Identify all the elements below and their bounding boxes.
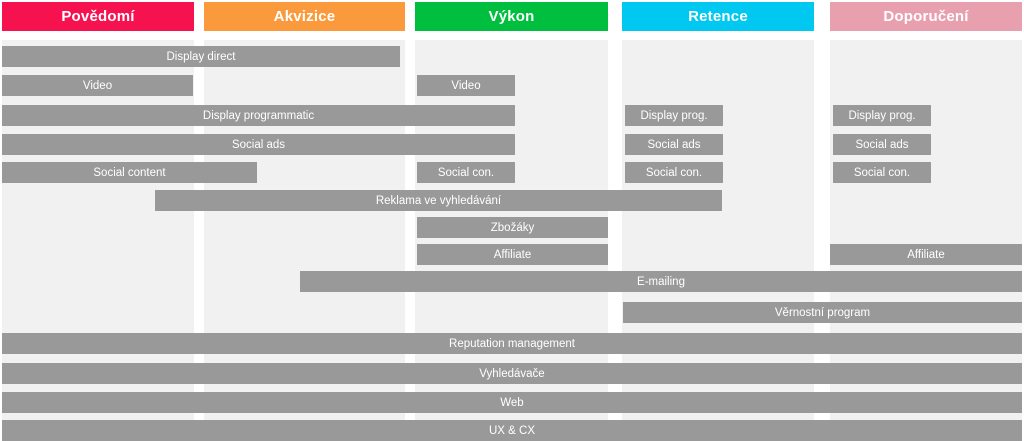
channel-bar-video[interactable]: Video — [2, 75, 193, 96]
phase-header-label: Výkon — [488, 8, 535, 25]
channel-bar-vyhledavace[interactable]: Vyhledávače — [2, 363, 1022, 384]
channel-bar-label: Zbožáky — [490, 221, 535, 234]
channel-bar-label: Display prog. — [640, 109, 708, 122]
channel-bar-label: Vyhledávače — [479, 367, 545, 380]
channel-bar-social-ads[interactable]: Social ads — [2, 134, 515, 155]
channel-bar-e-mailing[interactable]: E-mailing — [300, 271, 1022, 292]
channel-bar-label: Display prog. — [848, 109, 916, 122]
channel-bar-display-programmatic[interactable]: Display prog. — [833, 105, 931, 126]
channel-bar-social-content[interactable]: Social content — [2, 162, 257, 183]
channel-bar-label: UX & CX — [488, 424, 535, 437]
channel-bar-label: Display direct — [166, 50, 236, 63]
channel-bar-label: Web — [500, 396, 524, 409]
phase-header-label: Retence — [688, 8, 748, 25]
channel-bar-label: Social ads — [231, 138, 286, 151]
phase-header-label: Povědomí — [61, 8, 135, 25]
phase-header-4[interactable]: Doporučení — [830, 2, 1022, 31]
channel-bar-label: Social con. — [437, 166, 495, 179]
channel-bar-label: Reklama ve vyhledávání — [375, 194, 502, 207]
channel-bar-affiliate[interactable]: Affiliate — [830, 244, 1022, 265]
channel-bar-label: Social ads — [855, 138, 909, 151]
channel-bar-display-programmatic[interactable]: Display prog. — [625, 105, 723, 126]
channel-bar-label: Affiliate — [493, 248, 532, 261]
channel-bar-vernostni-program[interactable]: Věrnostní program — [623, 302, 1022, 323]
phase-header-label: Akvizice — [273, 8, 336, 25]
channel-bar-label: Social ads — [647, 138, 701, 151]
channel-bar-social-content[interactable]: Social con. — [833, 162, 931, 183]
channel-bar-label: Social con. — [853, 166, 911, 179]
channel-bar-label: Video — [82, 79, 113, 92]
channel-bar-display-programmatic[interactable]: Display programmatic — [2, 105, 515, 126]
phase-header-label: Doporučení — [883, 8, 969, 25]
channel-bar-label: Social content — [93, 166, 166, 179]
channel-bar-web[interactable]: Web — [2, 392, 1022, 413]
channel-bar-affiliate[interactable]: Affiliate — [417, 244, 608, 265]
channel-bar-reputation-management[interactable]: Reputation management — [2, 333, 1022, 354]
channel-bar-social-content[interactable]: Social con. — [417, 162, 515, 183]
channel-bar-label: Affiliate — [907, 248, 945, 261]
channel-bar-ux-cx[interactable]: UX & CX — [2, 420, 1022, 441]
channel-bar-label: Video — [451, 79, 481, 92]
channel-bar-social-ads[interactable]: Social ads — [625, 134, 723, 155]
channel-bar-label: Social con. — [645, 166, 703, 179]
channel-bar-reklama-ve-vyhledavani[interactable]: Reklama ve vyhledávání — [155, 190, 722, 211]
channel-bar-display-direct[interactable]: Display direct — [2, 46, 400, 67]
channel-bar-label: E-mailing — [637, 275, 685, 288]
channel-bar-social-content[interactable]: Social con. — [625, 162, 723, 183]
channel-bar-video[interactable]: Video — [417, 75, 515, 96]
phase-header-0[interactable]: Povědomí — [2, 2, 194, 31]
channel-bar-zbozaky[interactable]: Zbožáky — [417, 217, 608, 238]
channel-bar-label: Reputation management — [449, 337, 575, 350]
phase-header-1[interactable]: Akvizice — [204, 2, 405, 31]
phase-header-2[interactable]: Výkon — [415, 2, 608, 31]
channel-bar-label: Display programmatic — [202, 109, 315, 122]
phase-header-3[interactable]: Retence — [622, 2, 814, 31]
channel-bar-social-ads[interactable]: Social ads — [833, 134, 931, 155]
channel-bar-label: Věrnostní program — [774, 306, 871, 319]
